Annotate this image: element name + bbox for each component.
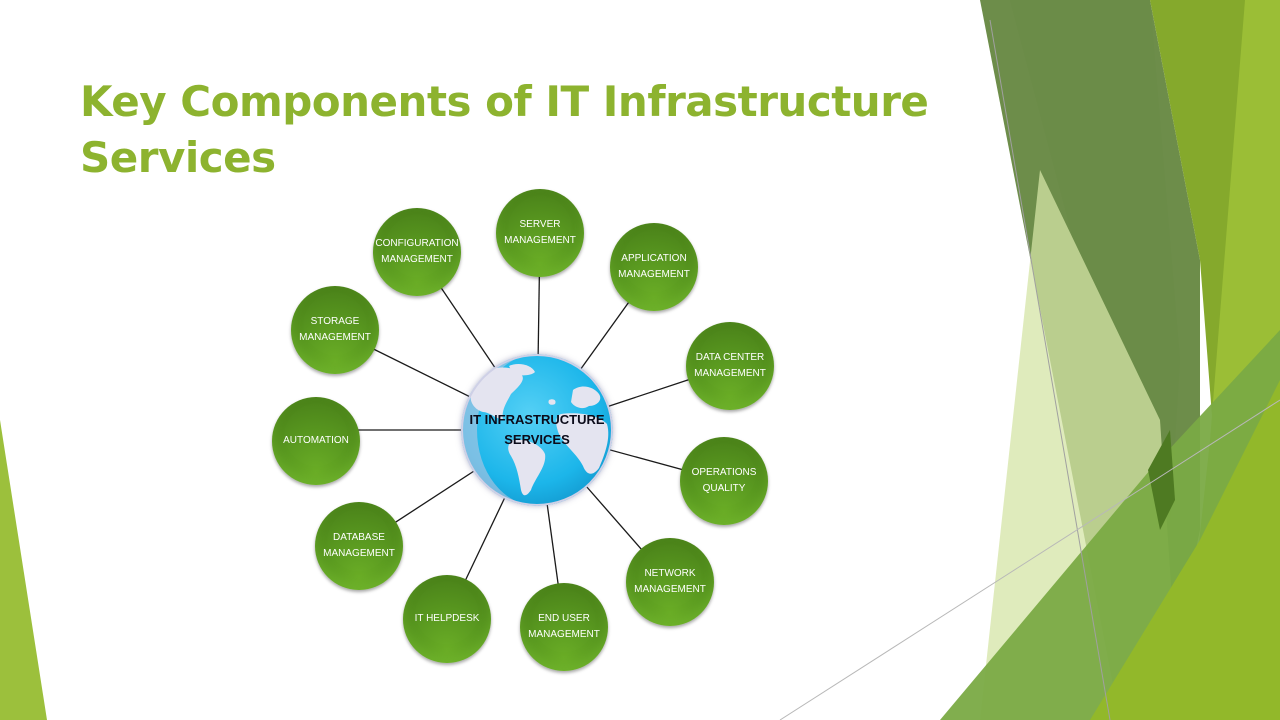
node-label: AUTOMATION bbox=[283, 435, 349, 446]
node-configuration-management: CONFIGURATION MANAGEMENT bbox=[373, 208, 461, 296]
node-it-helpdesk: IT HELPDESK bbox=[403, 575, 491, 663]
node-label: CONFIGURATION MANAGEMENT bbox=[375, 238, 459, 265]
decor-line-vertical bbox=[989, 19, 1111, 720]
node-label: STORAGE MANAGEMENT bbox=[299, 316, 371, 343]
node-application-management: APPLICATION MANAGEMENT bbox=[610, 223, 698, 311]
node-label: OPERATIONS QUALITY bbox=[691, 467, 757, 494]
node-network-management: NETWORK MANAGEMENT bbox=[626, 538, 714, 626]
center-hub: IT INFRASTRUCTURE SERVICES bbox=[461, 354, 613, 506]
node-label: DATA CENTER MANAGEMENT bbox=[694, 352, 766, 379]
center-hub-label: IT INFRASTRUCTURE SERVICES bbox=[469, 412, 605, 447]
globe-icon bbox=[461, 354, 613, 506]
node-storage-management: STORAGE MANAGEMENT bbox=[291, 286, 379, 374]
decor-line-diagonal bbox=[779, 399, 1280, 720]
node-database-management: DATABASE MANAGEMENT bbox=[315, 502, 403, 590]
slide-title: Key Components of IT Infrastructure Serv… bbox=[80, 74, 960, 186]
title-line-2: Services bbox=[80, 133, 276, 182]
node-operations-quality: OPERATIONS QUALITY bbox=[680, 437, 768, 525]
node-label: SERVER MANAGEMENT bbox=[504, 219, 576, 246]
node-server-management: SERVER MANAGEMENT bbox=[496, 189, 584, 277]
node-automation: AUTOMATION bbox=[272, 397, 360, 485]
title-line-1: Key Components of IT Infrastructure bbox=[80, 77, 929, 126]
node-label: END USER MANAGEMENT bbox=[528, 613, 600, 640]
node-data-center-management: DATA CENTER MANAGEMENT bbox=[686, 322, 774, 410]
node-label: IT HELPDESK bbox=[414, 613, 480, 624]
left-accent-shape bbox=[0, 420, 47, 720]
node-label: APPLICATION MANAGEMENT bbox=[618, 253, 690, 280]
node-end-user-management: END USER MANAGEMENT bbox=[520, 583, 608, 671]
node-label: DATABASE MANAGEMENT bbox=[323, 532, 395, 559]
node-label: NETWORK MANAGEMENT bbox=[634, 568, 706, 595]
